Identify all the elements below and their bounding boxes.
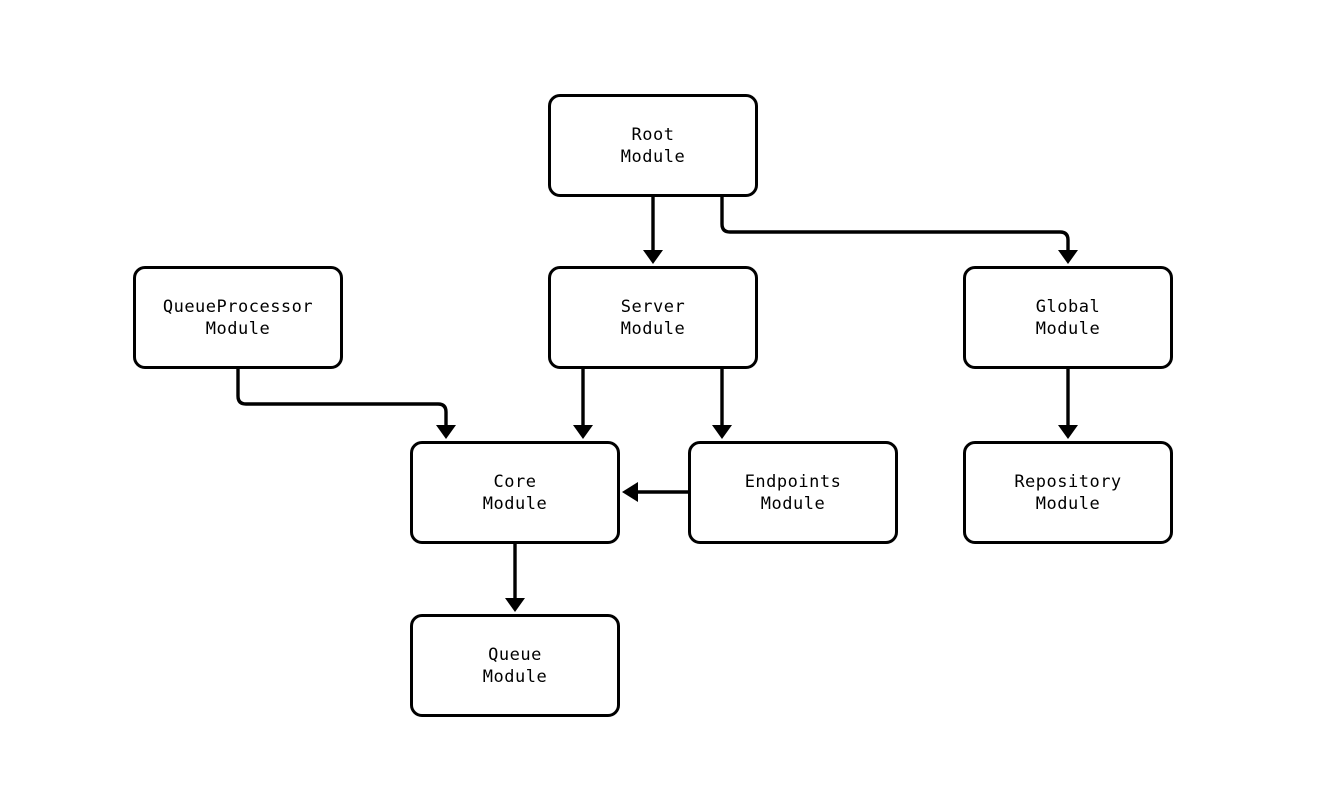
node-queueprocessor-line2: Module — [205, 318, 271, 339]
arrowhead-core-to-queue — [505, 598, 525, 612]
node-server-line1: Server — [620, 296, 686, 317]
node-repository[interactable]: Repository Module — [963, 441, 1173, 544]
node-endpoints-line1: Endpoints — [744, 471, 842, 492]
node-root-line2: Module — [620, 146, 686, 167]
node-queue-line2: Module — [482, 666, 548, 687]
node-repository-line2: Module — [1035, 493, 1101, 514]
arrowhead-endpoints-to-core — [622, 482, 638, 502]
node-repository-line1: Repository — [1014, 471, 1122, 492]
node-queue[interactable]: Queue Module — [410, 614, 620, 717]
edge-queueprocessor-to-core — [236, 369, 448, 427]
node-endpoints-line2: Module — [760, 493, 826, 514]
node-global[interactable]: Global Module — [963, 266, 1173, 369]
edge-root-to-global — [720, 197, 1070, 252]
arrowhead-server-to-endpoints — [712, 425, 732, 439]
node-endpoints[interactable]: Endpoints Module — [688, 441, 898, 544]
node-root-line1: Root — [631, 124, 675, 145]
arrowhead-global-to-repository — [1058, 425, 1078, 439]
node-server-line2: Module — [620, 318, 686, 339]
node-queue-line1: Queue — [488, 644, 542, 665]
node-core-line2: Module — [482, 493, 548, 514]
arrowhead-root-to-server — [643, 250, 663, 264]
node-global-line2: Module — [1035, 318, 1101, 339]
node-root[interactable]: Root Module — [548, 94, 758, 197]
node-queueprocessor-line1: QueueProcessor — [162, 296, 314, 317]
node-core[interactable]: Core Module — [410, 441, 620, 544]
node-global-line1: Global — [1035, 296, 1101, 317]
node-queueprocessor[interactable]: QueueProcessor Module — [133, 266, 343, 369]
arrowhead-root-to-global — [1058, 250, 1078, 264]
node-server[interactable]: Server Module — [548, 266, 758, 369]
arrowhead-queueprocessor-to-core — [436, 425, 456, 439]
node-core-line1: Core — [493, 471, 537, 492]
arrowhead-server-to-core — [573, 425, 593, 439]
